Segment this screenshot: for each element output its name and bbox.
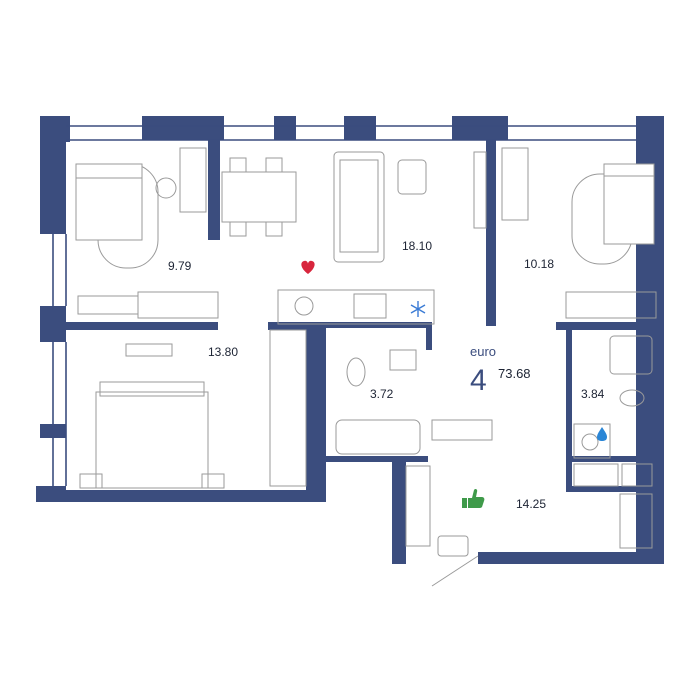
area-bathroom: 3.72 (370, 387, 394, 401)
thumbs-up-icon (462, 488, 485, 508)
snowflake-icon (410, 301, 426, 317)
rooms-count: 4 (470, 364, 487, 397)
heart-icon (301, 260, 315, 274)
water-drop-icon (597, 427, 607, 441)
total-area: 73.68 (498, 366, 531, 381)
furniture (75, 147, 657, 587)
area-hallway: 14.25 (516, 497, 546, 511)
apartment-type-label: euro (470, 344, 496, 359)
area-bedroom-bottom-left: 13.80 (208, 345, 238, 359)
walls (36, 116, 664, 564)
area-bedroom-top-right: 10.18 (524, 257, 554, 271)
area-bedroom-top-left: 9.79 (168, 259, 192, 273)
area-living-kitchen: 18.10 (402, 239, 432, 253)
area-wc: 3.84 (581, 387, 605, 401)
